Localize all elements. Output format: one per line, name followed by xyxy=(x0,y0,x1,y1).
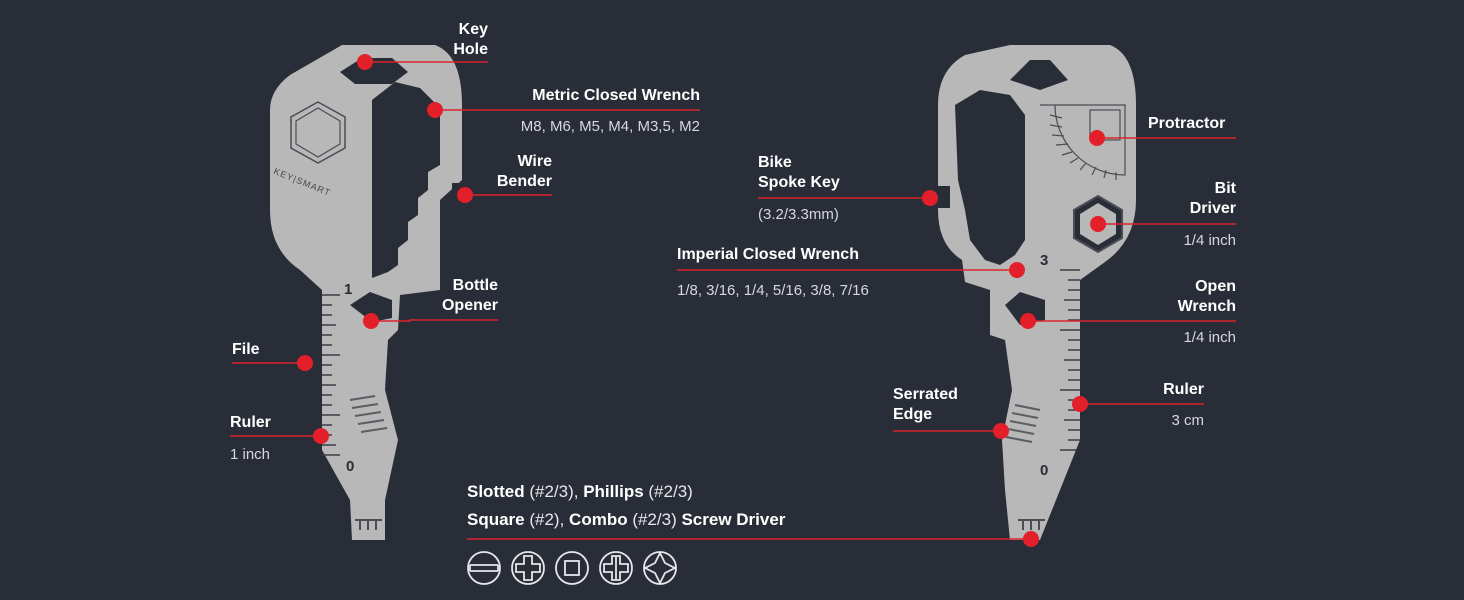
label-bit-driver: Bit Driver xyxy=(1189,180,1236,217)
left-ruler-mark-0: 0 xyxy=(346,458,355,475)
label-bottle-opener: Bottle Opener xyxy=(441,277,498,314)
square-icon xyxy=(555,551,589,585)
screwdriver-icons xyxy=(467,550,678,586)
metric-sizes: M8, M6, M5, M4, M3,5, M2 xyxy=(520,118,700,135)
right-callouts xyxy=(467,130,1236,547)
open-wrench-size: 1/4 inch xyxy=(1183,329,1236,346)
left-ruler-mark-1: 1 xyxy=(344,281,353,298)
phillips-label: Phillips xyxy=(583,482,644,501)
label-ruler-left: Ruler xyxy=(230,414,271,431)
right-ruler-mark-3: 3 xyxy=(1040,252,1049,269)
imperial-sizes: 1/8, 3/16, 1/4, 5/16, 3/8, 7/16 xyxy=(677,282,869,299)
label-open-wrench: Open Wrench xyxy=(1177,278,1236,315)
screw-driver-label: Screw Driver xyxy=(681,510,786,529)
left-callouts xyxy=(230,54,700,444)
ruler-left-size: 1 inch xyxy=(230,446,271,463)
ruler-right-size: 3 cm xyxy=(1171,412,1204,429)
combo-icon xyxy=(599,551,633,585)
phillips-icon xyxy=(511,551,545,585)
left-key xyxy=(270,45,464,540)
label-key-hole: Key Hole xyxy=(453,21,488,58)
label-serrated-edge: Serrated Edge xyxy=(893,386,958,423)
phillips-alt-icon xyxy=(642,550,678,586)
right-key xyxy=(936,45,1136,540)
screwdriver-line-2: Square (#2), Combo (#2/3) Screw Driver xyxy=(467,510,786,529)
label-metric-closed-wrench: Metric Closed Wrench xyxy=(532,87,700,104)
label-bike-spoke-key: Bike Spoke Key xyxy=(758,154,840,191)
label-ruler-right: Ruler xyxy=(1163,381,1204,398)
square-label: Square xyxy=(467,510,525,529)
combo-label: Combo xyxy=(569,510,628,529)
bike-spoke-size: (3.2/3.3mm) xyxy=(758,206,839,223)
label-imperial-closed-wrench: Imperial Closed Wrench xyxy=(677,246,859,263)
label-protractor: Protractor xyxy=(1148,115,1226,132)
label-wire-bender: Wire Bender xyxy=(496,153,552,190)
label-file: File xyxy=(232,341,260,358)
right-ruler-mark-0: 0 xyxy=(1040,462,1049,479)
slotted-icon xyxy=(467,551,501,585)
slotted-label: Slotted xyxy=(467,482,525,501)
bit-driver-size: 1/4 inch xyxy=(1183,232,1236,249)
screwdriver-line-1: Slotted (#2/3), Phillips (#2/3) xyxy=(467,482,693,501)
